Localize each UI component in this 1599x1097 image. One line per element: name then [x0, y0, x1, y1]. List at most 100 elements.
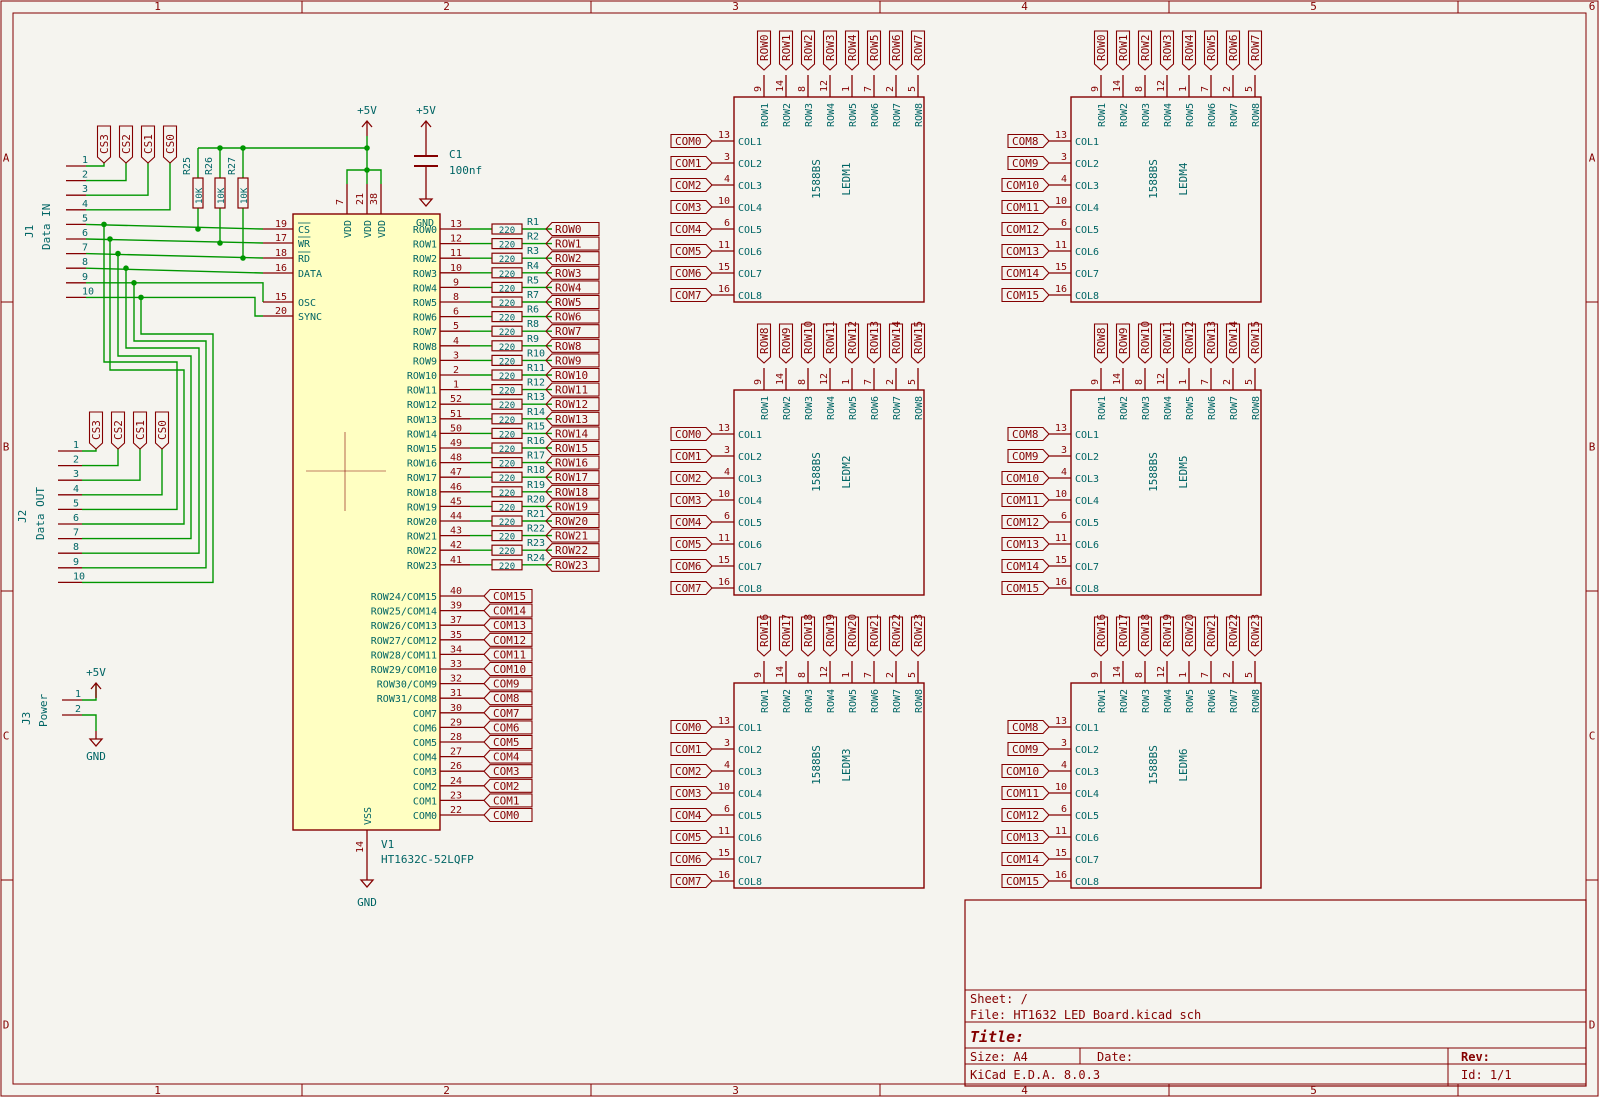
matrix-com-net-label: COM14 [1006, 853, 1039, 866]
matrix-top-pin-number: 12 [819, 373, 830, 385]
led-matrix-ref: LEDM4 [1177, 162, 1190, 195]
resistor-value: 220 [499, 255, 515, 265]
resistor-ref: R17 [527, 451, 545, 462]
matrix-row-pin-name: ROW6 [1207, 103, 1218, 127]
matrix-left-pin-number: 4 [724, 467, 730, 478]
matrix-top-pin-number: 14 [775, 373, 786, 385]
ic-row-pin-number: 2 [453, 365, 459, 376]
matrix-row-net-label: ROW12 [1183, 321, 1196, 354]
matrix-row-net-label: ROW20 [1183, 614, 1196, 647]
matrix-com-net-label: COM12 [1006, 809, 1039, 822]
tb-tool: KiCad E.D.A. 8.0.3 [970, 1068, 1100, 1082]
ic-row-pin-name: ROW18 [407, 488, 437, 499]
ic-row-pin-name: ROW0 [413, 225, 437, 236]
matrix-col-pin-name: COL5 [1075, 811, 1099, 822]
row-net-label: ROW23 [555, 559, 588, 572]
matrix-com-net-label: COM14 [1006, 560, 1039, 573]
ic-left-pin-name: CS [298, 225, 310, 236]
matrix-top-pin-number: 1 [1178, 86, 1189, 92]
resistor-body [491, 413, 523, 425]
matrix-row-net-label-shape [1093, 616, 1109, 657]
matrix-row-pin-name: ROW3 [804, 689, 815, 713]
matrix-com-net-label: COM0 [675, 721, 702, 734]
tb-date: Date: [1097, 1050, 1133, 1064]
wire [82, 239, 185, 525]
ic-row-pin-number: 6 [453, 307, 459, 318]
cap-value: 100nf [449, 164, 482, 177]
ic-com-pin-name: COM0 [413, 811, 437, 822]
matrix-com-net-label: COM6 [675, 560, 702, 573]
matrix-left-pin-number: 6 [1061, 511, 1067, 522]
matrix-com-net-label-shape [670, 536, 713, 552]
resistor-body [491, 296, 523, 308]
matrix-com-net-label: COM8 [1012, 721, 1039, 734]
j3-pin-number: 1 [75, 689, 81, 700]
wire [86, 296, 263, 317]
tb-sheet: Sheet: / [970, 992, 1028, 1006]
matrix-com-net-label-shape [1001, 221, 1050, 237]
wire [82, 449, 163, 496]
matrix-row-net-label: ROW9 [780, 328, 793, 355]
led-matrix-ref: LEDM6 [1177, 748, 1190, 781]
gnd-triangle [418, 198, 434, 207]
tb-title: Title: [970, 1028, 1024, 1046]
row-net-label-shape [545, 470, 600, 485]
matrix-left-pin-number: 3 [1061, 152, 1067, 163]
matrix-col-pin-name: COL3 [1075, 767, 1099, 778]
ic-row-pin-number: 41 [450, 555, 462, 566]
resistor-body [491, 559, 523, 571]
matrix-col-pin-name: COL5 [1075, 518, 1099, 529]
matrix-row-net-label-shape [1115, 30, 1131, 71]
row-net-label-shape [545, 426, 600, 441]
resistor-body [491, 486, 523, 498]
matrix-row-net-label-shape [1115, 616, 1131, 657]
matrix-row-net-label-shape [800, 616, 816, 657]
com-net-label: COM14 [493, 605, 526, 618]
matrix-com-net-label-shape [1001, 287, 1050, 303]
matrix-row-net-label: ROW7 [912, 35, 925, 62]
row-net-label-shape [545, 353, 600, 368]
resistor-ref: R9 [527, 334, 539, 345]
matrix-col-pin-name: COL8 [1075, 877, 1099, 888]
matrix-row-pin-name: ROW8 [1251, 103, 1262, 127]
ic-com-pin-number: 26 [450, 761, 462, 772]
matrix-row-net-label-shape [1137, 323, 1153, 364]
frame-col-label: 5 [1310, 0, 1317, 13]
frame-row-label: C [3, 730, 10, 743]
pullup-ref: R26 [204, 157, 215, 175]
matrix-row-net-label: ROW12 [846, 321, 859, 354]
matrix-row-net-label-shape [822, 616, 838, 657]
wire [86, 163, 149, 196]
matrix-com-net-label-shape [1007, 426, 1050, 442]
ic-row-pin-name: ROW17 [407, 473, 437, 484]
j2-pin-number: 5 [73, 498, 79, 509]
com-net-label-shape [483, 764, 533, 779]
pullup-body [192, 177, 204, 209]
matrix-top-pin-number: 9 [753, 86, 764, 92]
matrix-row-net-label-shape [822, 30, 838, 71]
ic-row-pin-name: ROW1 [413, 240, 437, 251]
matrix-left-pin-number: 15 [718, 848, 730, 859]
matrix-col-pin-name: COL7 [1075, 269, 1099, 280]
matrix-col-pin-name: COL7 [1075, 562, 1099, 573]
matrix-com-net-label-shape [1001, 763, 1050, 779]
matrix-left-pin-number: 13 [718, 130, 730, 141]
matrix-com-net-label-shape [670, 243, 713, 259]
matrix-com-net-label-shape [670, 829, 713, 845]
tb-file: File: HT1632 LED Board.kicad_sch [970, 1008, 1201, 1022]
led-matrix-ref: LEDM3 [840, 748, 853, 781]
matrix-top-pin-number: 2 [1222, 672, 1233, 678]
resistor-ref: R3 [527, 246, 539, 257]
matrix-row-pin-name: ROW4 [1163, 103, 1174, 127]
matrix-top-pin-number: 1 [841, 672, 852, 678]
matrix-top-pin-number: 2 [885, 86, 896, 92]
matrix-row-pin-name: ROW5 [1185, 396, 1196, 420]
matrix-col-pin-name: COL1 [738, 137, 762, 148]
pullup-body [214, 177, 226, 209]
matrix-row-net-label: ROW2 [802, 35, 815, 62]
matrix-row-net-label-shape [888, 616, 904, 657]
matrix-row-net-label: ROW7 [1249, 35, 1262, 62]
matrix-left-pin-number: 4 [1061, 467, 1067, 478]
row-net-label: ROW0 [555, 223, 582, 236]
